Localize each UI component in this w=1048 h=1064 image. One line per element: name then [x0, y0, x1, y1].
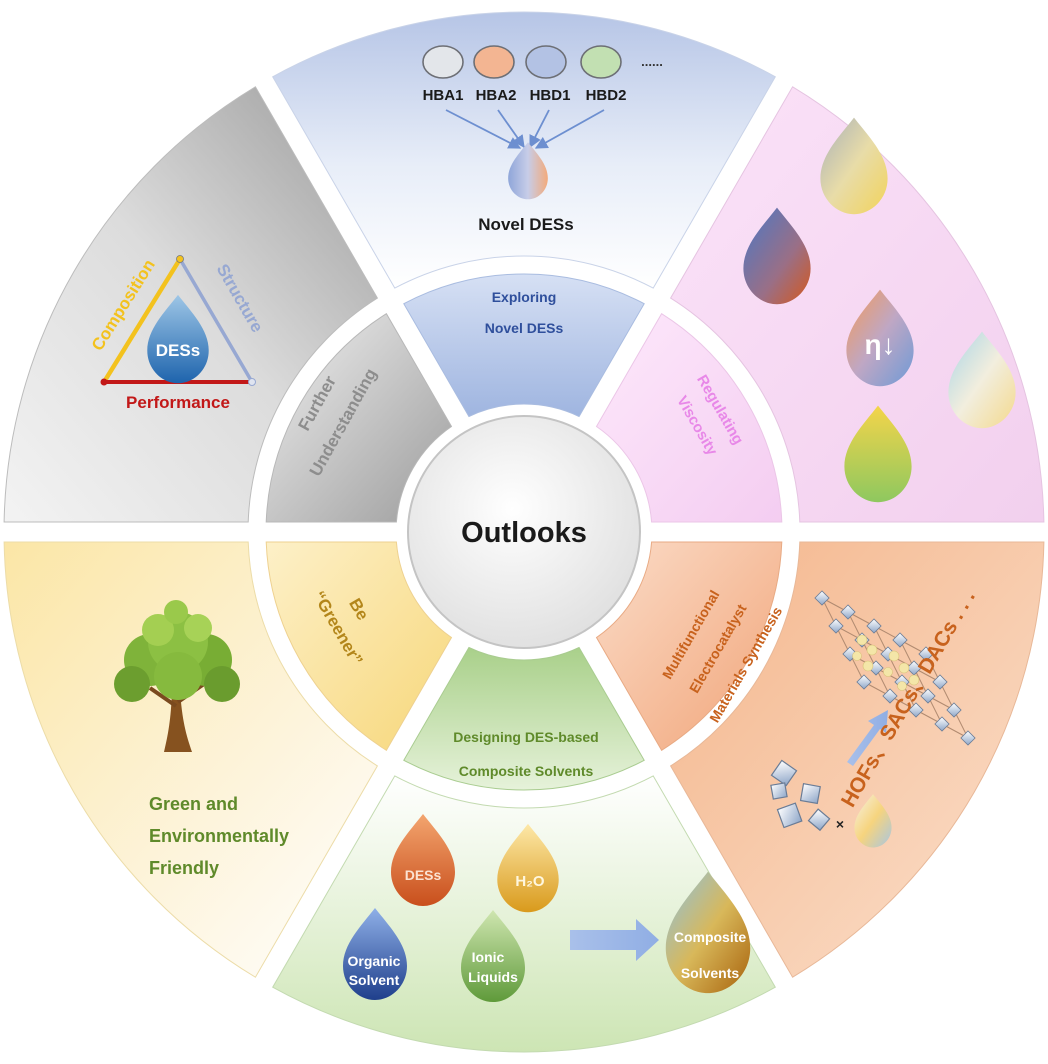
ionic-liquids-label-line1: Ionic [472, 949, 505, 965]
hof-framework-illustration [814, 590, 976, 746]
composite-solvents-label-line2: Solvents [681, 965, 740, 981]
framework-node [932, 674, 948, 690]
framework-node [840, 604, 856, 620]
solvent-drops: DESs H₂O Organic Solvent Ionic Liquids C… [343, 814, 751, 1002]
framework-node [856, 674, 872, 690]
center-circle [407, 415, 641, 649]
sector-inner-exploring [403, 273, 645, 418]
center-title: Outlooks [461, 517, 587, 549]
sector-inner-viscosity [595, 312, 783, 523]
inner-composite-line2: Composite Solvents [459, 763, 594, 779]
component-hba2-label: HBA2 [476, 87, 517, 104]
tree-icon [114, 600, 240, 752]
des-solvent-drop-label: DESs [405, 867, 442, 883]
arrow-hba2 [497, 109, 525, 149]
framework-node [906, 660, 922, 676]
sector-outer-greener [3, 541, 379, 978]
combine-symbol: × [836, 816, 844, 832]
component-hbd2-ellipse [580, 45, 622, 79]
inner-composite-line1: Designing DES-based [453, 729, 598, 745]
framework-node [934, 716, 950, 732]
triangle-vertex-right [248, 378, 256, 386]
framework-node [908, 702, 924, 718]
composite-solvents-label-line1: Composite [674, 929, 747, 945]
sector-inner-understanding [265, 312, 453, 523]
green-friendly-line2: Environmentally [149, 826, 289, 846]
framework-node [946, 702, 962, 718]
organic-solvent-label-line2: Solvent [349, 972, 400, 988]
framework-node [892, 632, 908, 648]
inner-exploring-line2: Novel DESs [485, 320, 564, 336]
framework-node [866, 618, 882, 634]
framework-node [920, 688, 936, 704]
triangle-composition-edge [102, 257, 182, 384]
green-friendly-line3: Friendly [149, 858, 219, 878]
synthesis-arrow-icon [847, 710, 888, 766]
framework-particles [852, 634, 920, 691]
ellipsis-label: ...... [641, 54, 663, 69]
sector-outer-viscosity [669, 86, 1045, 523]
framework-node [828, 618, 844, 634]
component-hba2-ellipse [473, 45, 515, 79]
sector-inner-electrocatalyst [595, 541, 783, 752]
arrow-hbd2 [534, 109, 605, 149]
organic-solvent-label-line1: Organic [348, 953, 401, 969]
component-hbd2-label: HBD2 [586, 87, 627, 104]
des-drop-label: DESs [156, 341, 200, 360]
framework-node [960, 730, 976, 746]
framework-node [918, 646, 934, 662]
triangle-structure-edge [178, 258, 254, 383]
triangle-vertex-top [176, 255, 184, 263]
arrow-hba1 [445, 109, 522, 149]
green-friendly-line1: Green and [149, 794, 238, 814]
ionic-liquids-label-line2: Liquids [468, 969, 518, 985]
framework-node [882, 688, 898, 704]
viscosity-drops: η↓ [743, 117, 1016, 503]
component-hba1-ellipse [422, 45, 464, 79]
triangle-vertex-left [100, 378, 108, 386]
combine-arrow-icon [570, 919, 659, 961]
precursor-cubes [770, 759, 831, 832]
hba-hbd-components: ...... HBA1 HBA2 HBD1 HBD2 Novel DESs [422, 45, 663, 234]
novel-des-result-label: Novel DESs [478, 215, 573, 234]
sector-outer-understanding [3, 86, 379, 523]
sector-inner-composite [403, 646, 645, 791]
framework-node [814, 590, 830, 606]
component-hbd1-ellipse [525, 45, 567, 79]
component-hba1-label: HBA1 [423, 87, 464, 104]
sector-inner-greener [265, 541, 453, 752]
viscosity-eta-symbol: η↓ [864, 329, 895, 360]
inner-exploring-line1: Exploring [492, 289, 557, 305]
triangle-performance-label: Performance [126, 393, 230, 412]
component-hbd1-label: HBD1 [530, 87, 571, 104]
arrow-hbd1 [529, 109, 550, 149]
water-drop-label: H₂O [515, 873, 544, 890]
